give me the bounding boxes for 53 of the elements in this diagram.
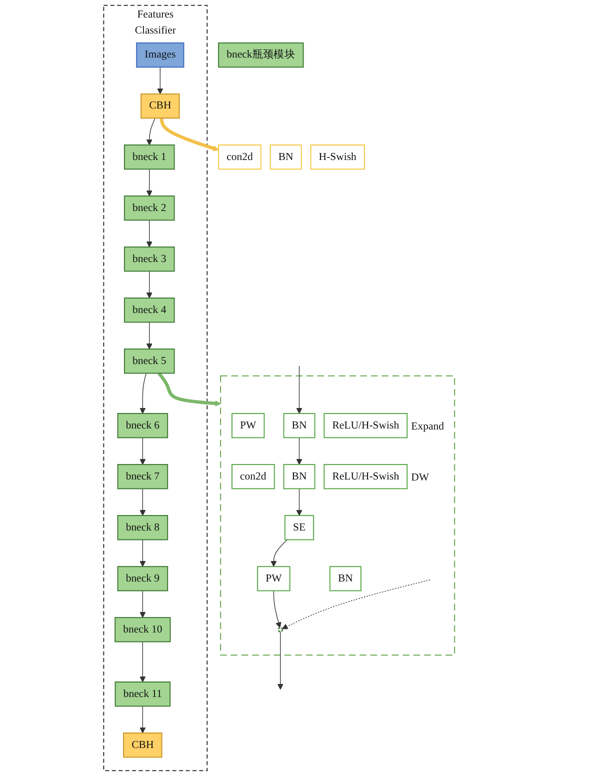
- arrow: [146, 220, 152, 248]
- node-box: ReLU/H-Swish: [324, 413, 408, 438]
- cluster: [220, 375, 456, 656]
- node-box: Images: [136, 42, 184, 68]
- node-box: bneck 1: [124, 144, 175, 170]
- node-box: bneck 7: [117, 464, 168, 490]
- arrow: [146, 168, 152, 196]
- node-caption: Expand: [411, 420, 444, 433]
- arrow: [146, 118, 156, 146]
- arrow: [296, 488, 302, 516]
- node-box: con2d: [218, 144, 262, 170]
- arrow: [146, 270, 152, 298]
- node-box: BN: [283, 464, 316, 490]
- node-box: bneck 4: [124, 298, 175, 323]
- arrow: [296, 437, 302, 465]
- node-box: BN: [270, 144, 302, 170]
- arrow: [158, 372, 221, 406]
- arrow: [282, 579, 430, 630]
- node-box: bneck 8: [117, 515, 168, 540]
- arrow: [140, 706, 146, 734]
- node-box: CBH: [140, 93, 180, 119]
- arrow: [140, 372, 147, 414]
- node-box: bneck 6: [117, 413, 168, 438]
- arrow: [270, 539, 288, 567]
- node-box: PW: [257, 566, 290, 592]
- node-box: BN: [329, 566, 362, 592]
- arrow: [277, 631, 284, 690]
- node-caption: DW: [411, 472, 430, 484]
- arrow: [140, 437, 146, 465]
- node-circle: [278, 626, 284, 632]
- arrow: [140, 641, 146, 682]
- node-box: bneck瓶颈模块: [218, 42, 304, 68]
- node-box: con2d: [231, 464, 275, 490]
- node-box: ReLU/H-Swish: [324, 464, 408, 490]
- node-box: PW: [231, 413, 265, 438]
- node-box: bneck 5: [124, 348, 175, 374]
- arrow: [140, 590, 146, 618]
- node-box: BN: [283, 413, 316, 438]
- node-box: SE: [284, 515, 314, 540]
- arrow: [273, 590, 282, 628]
- node-box: bneck 3: [124, 246, 175, 272]
- arrow: [157, 66, 164, 94]
- node-box: bneck 11: [114, 682, 171, 707]
- arrow: [296, 366, 302, 414]
- node-box: CBH: [123, 732, 162, 758]
- arrow: [160, 118, 219, 152]
- arrow: [140, 488, 146, 516]
- node-box: bneck 2: [124, 196, 175, 221]
- node-box: bneck 10: [114, 617, 171, 642]
- node-box: bneck 9: [117, 566, 168, 592]
- arrow: [140, 539, 146, 567]
- node-box: H-Swish: [310, 144, 365, 170]
- arrow: [146, 322, 152, 350]
